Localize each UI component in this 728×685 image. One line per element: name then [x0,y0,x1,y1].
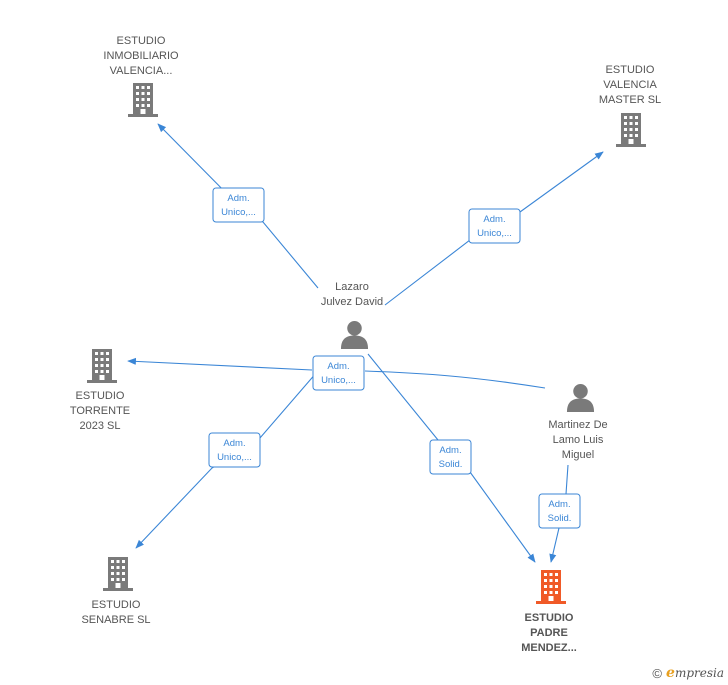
edge-label-line: Adm. [483,214,505,225]
edge-label-e5[interactable]: Adm. Solid. [429,439,472,475]
person-icon [340,320,369,349]
node-estudio-inmobiliario[interactable]: ESTUDIO INMOBILIARIO VALENCIA... [103,35,179,117]
node-label-line: VALENCIA [603,79,657,91]
node-label-line: ESTUDIO [117,35,166,47]
node-label-line: ESTUDIO [76,390,125,402]
node-label-line: Lamo Luis [553,434,604,446]
person-icon [566,383,595,412]
edge-label-e1[interactable]: Adm. Unico,... [212,187,265,223]
node-label-line: TORRENTE [70,405,130,417]
building-icon [103,557,133,591]
node-martinez-de-lamo-luis-miguel[interactable]: Martinez De Lamo Luis Miguel [548,383,608,461]
edge-label-e3[interactable]: Adm. Unico,... [312,355,365,391]
node-label-line: Julvez David [321,296,383,308]
node-estudio-torrente[interactable]: ESTUDIO TORRENTE 2023 SL [70,349,130,432]
empresia-logo[interactable]: empresia [666,665,724,681]
node-estudio-senabre[interactable]: ESTUDIO SENABRE SL [81,557,151,626]
node-label-line: MENDEZ... [521,642,577,654]
node-label-line: MASTER SL [599,94,661,106]
node-label-line: SENABRE SL [81,614,150,626]
node-label-line: Lazaro [335,281,369,293]
edge-label-line: Unico,... [321,375,356,386]
footer-brand: © empresia [652,665,724,681]
node-lazaro-julvez-david[interactable]: Lazaro Julvez David [321,281,383,349]
edge-label-line: Unico,... [221,207,256,218]
logo-text: mpresia [674,666,724,680]
edge-label-line: Adm. [439,445,461,456]
edge-label-line: Solid. [439,459,463,470]
edge-label-e4[interactable]: Adm. Unico,... [208,432,261,468]
node-label-line: ESTUDIO [525,612,574,624]
logo-initial: e [666,665,675,681]
building-icon [87,349,117,383]
copyright-symbol: © [652,665,663,681]
node-label-line: Martinez De [548,419,607,431]
building-icon [128,83,158,117]
node-label-line: VALENCIA... [110,65,173,77]
edge-label-line: Adm. [327,361,349,372]
edge-label-e2[interactable]: Adm. Unico,... [468,208,521,244]
node-label-line: 2023 SL [80,420,121,432]
edge-martinez-padre-mendez[interactable] [551,464,569,562]
building-icon [536,570,566,604]
node-label-line: Miguel [562,449,594,461]
edge-martinez-lazaro[interactable] [364,370,546,389]
node-label-line: INMOBILIARIO [103,50,179,62]
edge-label-line: Unico,... [477,228,512,239]
edge-lazaro-torrente[interactable] [127,357,313,371]
edge-label-line: Solid. [548,513,572,524]
node-estudio-valencia-master[interactable]: ESTUDIO VALENCIA MASTER SL [599,64,661,147]
node-label-line: PADRE [530,627,568,639]
edge-label-line: Adm. [223,438,245,449]
node-estudio-padre-mendez[interactable]: ESTUDIO PADRE MENDEZ... [521,570,577,654]
node-label-line: ESTUDIO [92,599,141,611]
node-label-line: ESTUDIO [606,64,655,76]
edge-label-line: Adm. [548,499,570,510]
edge-label-e6[interactable]: Adm. Solid. [538,493,581,529]
edge-label-line: Adm. [227,193,249,204]
building-icon [616,113,646,147]
edge-label-line: Unico,... [217,452,252,463]
